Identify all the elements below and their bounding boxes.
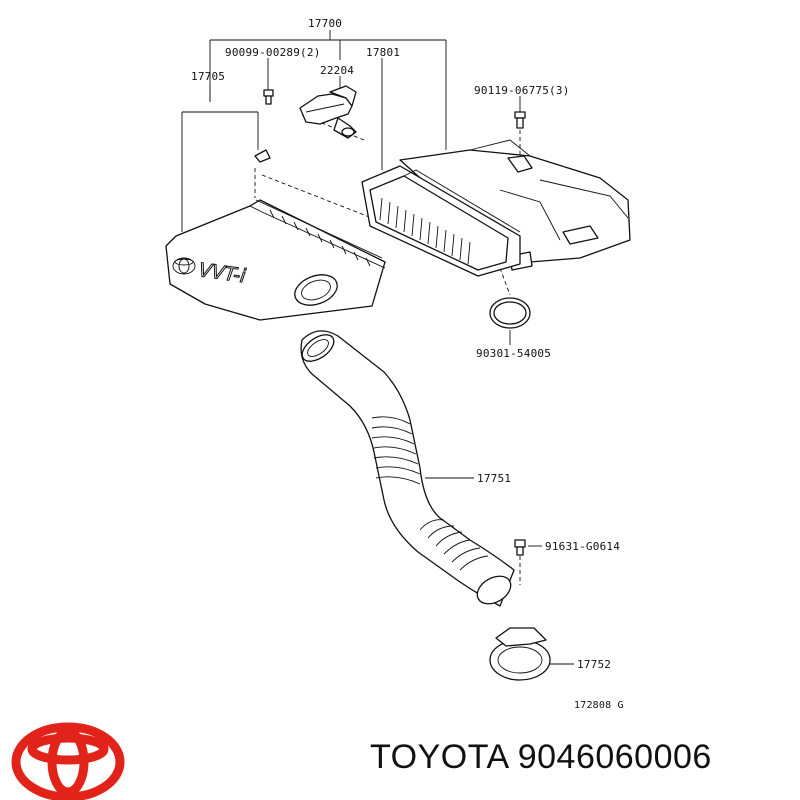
toyota-logo-icon (11, 722, 125, 800)
intake-hose-icon (300, 330, 515, 607)
brand-line: TOYOTA 9046060006 (370, 738, 712, 776)
o-ring-icon (489, 297, 531, 329)
air-flow-sensor-icon (299, 85, 357, 139)
bolt-right-icon (514, 111, 526, 129)
label-cap: 17705 (191, 70, 225, 83)
label-bolt-right: 90119-06775(3) (474, 84, 570, 97)
label-assembly: 17700 (308, 17, 342, 30)
bolt-upper-icon (263, 89, 274, 105)
label-bolt-upper: 90099-00289(2) (225, 46, 321, 59)
clamp-ring-icon (489, 627, 551, 681)
leader-lines (181, 30, 574, 665)
label-clamp-ring: 17752 (577, 658, 611, 671)
part-labels: 17700 90099-00289(2) 17801 22204 17705 9… (191, 17, 624, 711)
label-o-ring: 90301-54005 (476, 347, 551, 360)
bolt-lower-icon (514, 539, 526, 556)
label-hose: 17751 (477, 472, 511, 485)
filter-element-icon (361, 165, 521, 277)
label-filter-element: 17801 (366, 46, 400, 59)
label-sensor: 22204 (320, 64, 354, 77)
air-cleaner-cap-icon: VVT-i (165, 149, 386, 321)
drawing-code: 172808 G (574, 700, 624, 711)
air-cleaner-case-icon (399, 139, 631, 271)
label-bolt-lower: 91631-G0614 (545, 540, 620, 553)
